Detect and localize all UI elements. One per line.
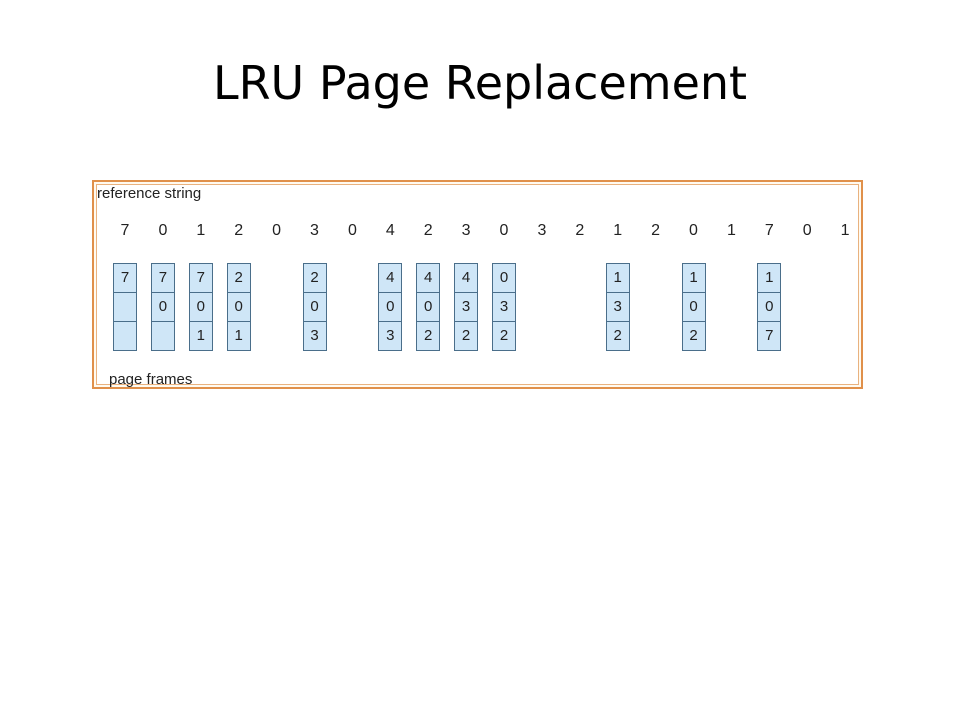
frame-cell: 1 (682, 264, 705, 293)
page-frames-label: page frames (109, 371, 193, 388)
reference-value: 1 (613, 222, 623, 239)
reference-value: 2 (234, 222, 244, 239)
frame-cell: 1 (234, 327, 243, 344)
frame-cell: 7 (114, 264, 136, 293)
reference-value: 0 (347, 222, 357, 239)
frame-cell: 0 (189, 293, 212, 322)
reference-value: 3 (537, 222, 547, 239)
frame-cell: 1 (606, 264, 629, 293)
frame-cell (114, 322, 136, 350)
frame-cell: 3 (310, 327, 319, 344)
frame-cell: 0 (493, 264, 515, 293)
reference-value: 2 (423, 222, 433, 239)
frame-cell: 2 (461, 327, 471, 344)
frame-cell: 0 (227, 293, 250, 322)
frame-cell: 3 (493, 293, 515, 322)
frame-cell: 2 (613, 327, 622, 344)
reference-value: 1 (840, 222, 850, 239)
reference-value: 4 (385, 222, 395, 239)
reference-value: 0 (158, 222, 168, 239)
reference-value: 0 (802, 222, 812, 239)
reference-value: 3 (461, 222, 471, 239)
frame-cell: 1 (758, 264, 781, 293)
frame-cell: 4 (417, 264, 440, 293)
frame-cell: 3 (386, 327, 395, 344)
reference-value: 0 (272, 222, 282, 239)
frame-cell: 2 (689, 327, 698, 344)
frame-cell: 7 (765, 327, 774, 344)
reference-value: 0 (499, 222, 509, 239)
frame-cell: 2 (424, 327, 433, 344)
frame-cell: 2 (499, 327, 509, 344)
frame-cell: 0 (303, 293, 326, 322)
frame-cell: 0 (682, 293, 705, 322)
frame-cell: 0 (417, 293, 440, 322)
reference-value: 2 (575, 222, 585, 239)
reference-value: 1 (726, 222, 736, 239)
frame-cell: 3 (606, 293, 629, 322)
frame-cell: 2 (303, 264, 326, 293)
reference-string-label: reference string (97, 185, 202, 202)
reference-value: 2 (651, 222, 661, 239)
frame-cell: 0 (758, 293, 781, 322)
frame-cell (152, 322, 174, 350)
frame-cell: 7 (189, 264, 212, 293)
reference-value: 7 (120, 222, 130, 239)
frame-cell (114, 293, 136, 322)
frame-cell: 4 (455, 264, 478, 293)
reference-value: 3 (310, 222, 319, 239)
frame-cell: 0 (151, 293, 174, 322)
frame-cell: 2 (227, 264, 250, 293)
reference-value: 7 (764, 222, 774, 239)
page-frame-column: 7 (113, 263, 137, 351)
slide-title: LRU Page Replacement (212, 56, 748, 110)
frame-cell: 3 (455, 293, 478, 322)
frame-cell: 7 (151, 264, 174, 293)
reference-value: 1 (196, 222, 206, 239)
reference-value: 0 (689, 222, 698, 239)
frame-cell: 1 (196, 327, 205, 344)
frame-cell: 4 (379, 264, 402, 293)
frame-cell: 0 (379, 293, 402, 322)
